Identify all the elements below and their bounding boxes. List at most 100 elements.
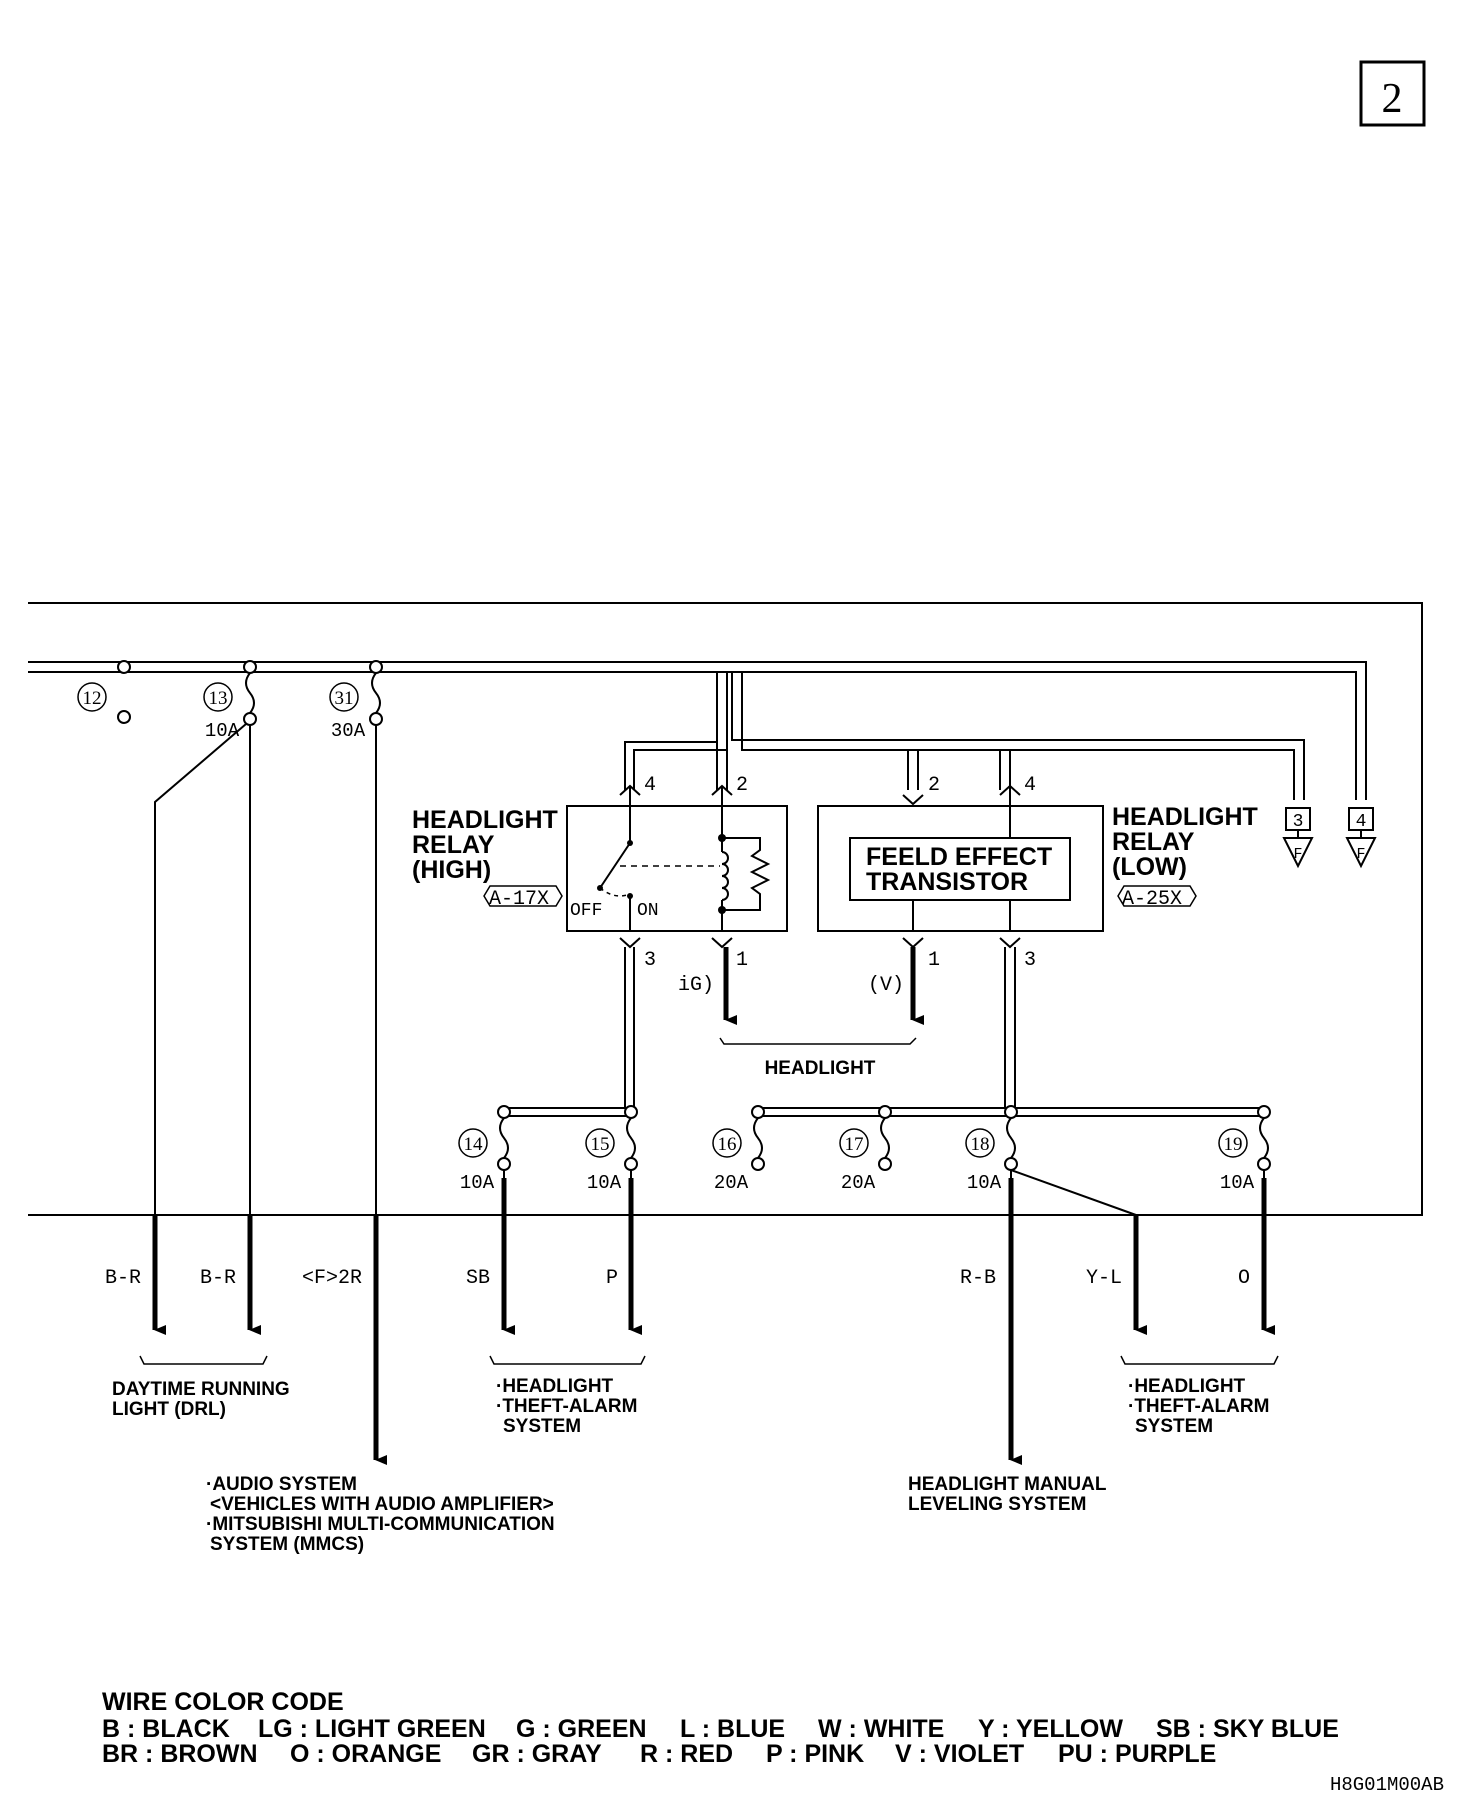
relay-high-pin-3: 3 [644, 949, 656, 972]
relay-low-title-1: HEADLIGHT [1112, 803, 1258, 831]
legend-row1-item-1: LG : LIGHT GREEN [258, 1715, 486, 1743]
relay-output-wires [510, 947, 1268, 1117]
fuse-12: 12 [77, 660, 131, 724]
theft-left-label-3: SYSTEM [503, 1416, 581, 1437]
legend-title: WIRE COLOR CODE [102, 1688, 344, 1716]
legend-row2-item-5: V : VIOLET [895, 1740, 1024, 1768]
headlight-relay-high: 4 2 OFF ON HEADLIGHT RELAY (HIGH) A-17X … [412, 774, 788, 997]
theft-right-label-2: ·THEFT-ALARM [1128, 1396, 1269, 1417]
legend-row1-item-5: Y : YELLOW [978, 1715, 1123, 1743]
legend-row2-item-6: PU : PURPLE [1058, 1740, 1216, 1768]
legend-row2-item-2: GR : GRAY [472, 1740, 602, 1768]
legend-row2-item-0: BR : BROWN [102, 1740, 258, 1768]
wire-labels: B-R B-R <F>2R SB P R-B Y-L O [105, 1267, 1250, 1290]
wire-label-br-2: B-R [200, 1267, 236, 1290]
destination-labels: DAYTIME RUNNING LIGHT (DRL) ·HEADLIGHT ·… [112, 1376, 1269, 1555]
fuse-16: 16 20A [712, 1105, 765, 1194]
fuse-12-number: 12 [83, 688, 102, 709]
wire-label-sb: SB [466, 1267, 490, 1290]
relay-high-title-1: HEADLIGHT [412, 806, 558, 834]
wire-label-f2r: <F>2R [302, 1267, 362, 1290]
drl-label-2: LIGHT (DRL) [112, 1399, 226, 1420]
fuse-14: 14 10A [458, 1105, 511, 1215]
leveling-label-2: LEVELING SYSTEM [908, 1494, 1086, 1515]
relay-high-pin-1: 1 [736, 949, 748, 972]
wire-label-rb: R-B [960, 1267, 996, 1290]
fuse-18-number: 18 [971, 1134, 990, 1155]
wire-label-yl: Y-L [1086, 1267, 1122, 1290]
page-number: 2 [1382, 76, 1403, 122]
top-bus [28, 661, 1367, 800]
relay-high-pin-2: 2 [736, 774, 748, 797]
legend-row2-item-1: O : ORANGE [290, 1740, 441, 1768]
fuse-16-number: 16 [718, 1134, 737, 1155]
fuse-17-rating: 20A [841, 1172, 876, 1194]
fuse-14-number: 14 [464, 1134, 484, 1155]
relay-high-title-2: RELAY [412, 831, 495, 859]
wire-label-o: O [1238, 1267, 1250, 1290]
fuse-box-outline [28, 602, 1423, 1216]
audio-label-4: SYSTEM (MMCS) [210, 1534, 364, 1555]
theft-right-label-1: ·HEADLIGHT [1128, 1376, 1246, 1397]
fuse-13-rating: 10A [205, 720, 240, 742]
connector-ref-3-num: 3 [1293, 812, 1304, 832]
wire-color-legend: WIRE COLOR CODE B : BLACK LG : LIGHT GREE… [102, 1688, 1339, 1768]
fuse-19-number: 19 [1224, 1134, 1243, 1155]
fuse-19-rating: 10A [1220, 1172, 1255, 1194]
bottom-output-wires [1010, 1169, 1137, 1216]
relay-low-v-label: (V) [868, 974, 904, 997]
bottom-fuses: 14 10A 15 10A 16 20A 17 20A 18 10A 19 10A [458, 1105, 1271, 1215]
fuse-13: 13 10A [203, 660, 257, 742]
legend-row2-item-4: P : PINK [766, 1740, 864, 1768]
legend-row2-item-3: R : RED [640, 1740, 733, 1768]
legend-row1-item-6: SB : SKY BLUE [1156, 1715, 1339, 1743]
audio-label-1: ·AUDIO SYSTEM [206, 1474, 357, 1495]
theft-right-label-3: SYSTEM [1135, 1416, 1213, 1437]
leveling-label-1: HEADLIGHT MANUAL [908, 1474, 1107, 1495]
relay-high-connector: A-17X [489, 888, 549, 911]
page-number-box: 2 [1359, 60, 1426, 127]
fuse-14-rating: 10A [460, 1172, 495, 1194]
theft-left-label-1: ·HEADLIGHT [496, 1376, 614, 1397]
destination-braces [139, 1355, 1279, 1365]
wire-label-p: P [606, 1267, 618, 1290]
connector-ref-4-num: 4 [1356, 812, 1367, 832]
legend-row1-item-2: G : GREEN [516, 1715, 647, 1743]
fuse-16-rating: 20A [714, 1172, 749, 1194]
fuse-31-number: 31 [335, 688, 354, 709]
drl-label-1: DAYTIME RUNNING [112, 1379, 290, 1400]
relay-low-title-3: (LOW) [1112, 853, 1187, 881]
fuse-31-rating: 30A [331, 720, 366, 742]
connector-ref-3f: 3 F [1282, 807, 1314, 869]
connector-ref-3-letter: F [1293, 846, 1302, 863]
legend-row1-item-3: L : BLUE [680, 1715, 785, 1743]
fuse-15-rating: 10A [587, 1172, 622, 1194]
relay-high-pin-4: 4 [644, 774, 656, 797]
headlight-label: HEADLIGHT [765, 1058, 876, 1079]
theft-left-label-2: ·THEFT-ALARM [496, 1396, 637, 1417]
headlight-brace [719, 1037, 917, 1045]
connector-ref-4f: 4 F [1345, 807, 1377, 869]
fuse-31: 31 30A [329, 660, 383, 742]
legend-row-1: B : BLACK LG : LIGHT GREEN G : GREEN L : BL… [102, 1715, 1339, 1743]
drawing-code: H8G01M00AB [1330, 1774, 1444, 1796]
legend-row-2: BR : BROWN O : ORANGE GR : GRAY R : RED P : … [102, 1740, 1216, 1768]
legend-row1-item-0: B : BLACK [102, 1715, 230, 1743]
relay-high-on-label: ON [637, 901, 659, 921]
audio-label-3: ·MITSUBISHI MULTI-COMMUNICATION [206, 1514, 555, 1535]
relay-low-pin-2: 2 [928, 774, 940, 797]
wire-label-br-1: B-R [105, 1267, 141, 1290]
transistor-label-1: FEELD EFFECT [866, 843, 1052, 871]
relay-high-ig-label: iG) [678, 974, 714, 997]
fuse-18-rating: 10A [967, 1172, 1002, 1194]
transistor-label-2: TRANSISTOR [866, 868, 1028, 896]
relay-low-title-2: RELAY [1112, 828, 1195, 856]
relay-low-pin-4: 4 [1024, 774, 1036, 797]
connector-ref-4-letter: F [1356, 846, 1365, 863]
fuse-17-number: 17 [845, 1134, 864, 1155]
fuse-15-number: 15 [591, 1134, 610, 1155]
relay-low-connector: A-25X [1122, 888, 1182, 911]
relay-low-pin-1: 1 [928, 949, 940, 972]
